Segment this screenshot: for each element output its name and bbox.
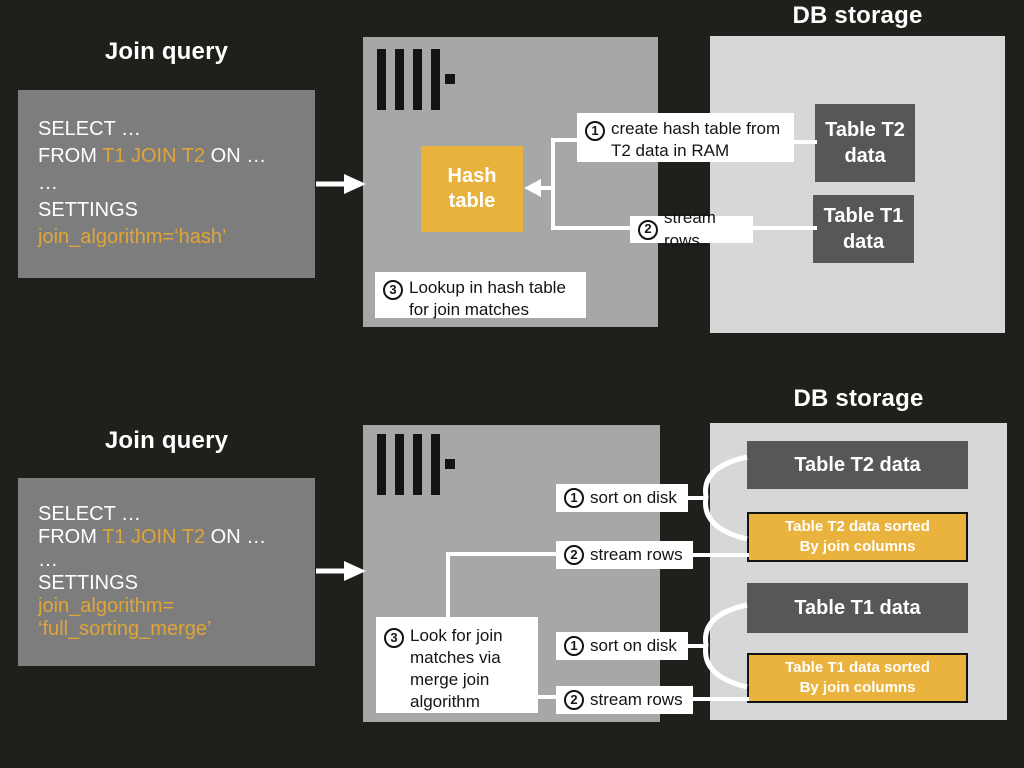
sql-line-ellipsis: …: [38, 172, 58, 194]
join-query-title-bottom: Join query: [104, 427, 229, 454]
db-storage-title-bottom: DB storage: [793, 385, 924, 412]
step3-lookup-label: 3 Lookup in hash table for join matches: [375, 272, 586, 319]
step-number-badge: 2: [638, 219, 658, 240]
sql-line-algorithm-2: ‘full_sorting_merge’: [38, 618, 212, 640]
table-t1-sorted-box: Table T1 data sorted By join columns: [747, 653, 968, 703]
sql-line-algorithm-1: join_algorithm=: [38, 595, 175, 617]
sql-line-settings: SETTINGS: [38, 572, 139, 594]
clickhouse-logo-icon: [377, 434, 457, 496]
step2-stream-rows-t2-label: 2 stream rows: [556, 541, 693, 569]
step1-sort-on-disk-t2-label: 1 sort on disk: [556, 484, 688, 512]
step-number-badge: 2: [564, 545, 584, 565]
hash-table-label: Hash table: [447, 165, 497, 212]
clickhouse-logo-icon: [377, 49, 457, 111]
table-t2-sorted-box: Table T2 data sorted By join columns: [747, 512, 968, 562]
sql-line-from: FROM T1 JOIN T2 ON …: [38, 145, 267, 167]
hash-table-box: Hash table: [421, 146, 523, 232]
sql-line-from: FROM T1 JOIN T2 ON …: [38, 526, 267, 548]
table-t2-data-box-top: Table T2 data: [815, 104, 915, 182]
sql-line-algorithm: join_algorithm=‘hash’: [38, 226, 227, 248]
sql-join-tables: T1 JOIN T2: [102, 145, 206, 167]
arrow-query-to-server-bottom: [316, 561, 366, 581]
table-t1-data-box-bottom: Table T1 data: [747, 583, 968, 633]
step3-merge-join-label: 3 Look for join matches via merge join a…: [376, 617, 538, 713]
step1-create-hash-table-label: 1 create hash table from T2 data in RAM: [577, 113, 794, 162]
arrow-query-to-server-top: [316, 174, 366, 194]
step1-sort-on-disk-t1-label: 1 sort on disk: [556, 632, 688, 660]
join-query-box-top: SELECT … FROM T1 JOIN T2 ON … … SETTINGS…: [18, 90, 315, 278]
sql-line-select: SELECT …: [38, 503, 141, 525]
sql-join-tables: T1 JOIN T2: [102, 526, 206, 548]
step2-stream-rows-t1-label: 2 stream rows: [556, 686, 693, 714]
db-storage-box-top: [710, 36, 1005, 333]
sql-line-ellipsis: …: [38, 549, 58, 571]
sql-line-settings: SETTINGS: [38, 199, 139, 221]
join-query-title-top: Join query: [104, 38, 229, 65]
step-number-badge: 1: [585, 121, 605, 141]
sql-line-select: SELECT …: [38, 118, 141, 140]
step2-stream-rows-label: 2 stream rows: [630, 208, 753, 250]
step-number-badge: 3: [383, 280, 403, 300]
table-t2-data-box-bottom: Table T2 data: [747, 441, 968, 489]
step-number-badge: 1: [564, 636, 584, 656]
step-number-badge: 2: [564, 690, 584, 710]
db-storage-title-top: DB storage: [792, 2, 923, 29]
step-number-badge: 3: [384, 628, 404, 648]
join-query-box-bottom: SELECT … FROM T1 JOIN T2 ON … … SETTINGS…: [18, 478, 315, 666]
table-t1-data-box-top: Table T1 data: [813, 195, 914, 263]
step-number-badge: 1: [564, 488, 584, 508]
